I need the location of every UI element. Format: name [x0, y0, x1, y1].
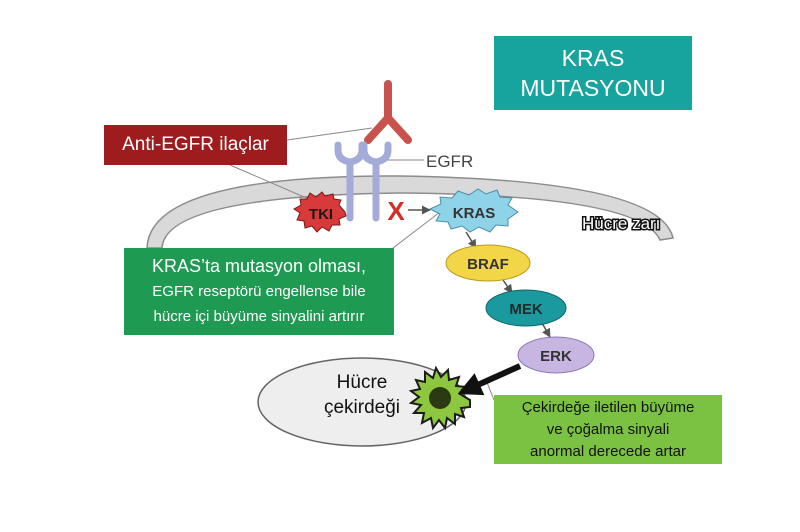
anti-egfr-drugs-text: Anti-EGFR ilaçlar — [122, 134, 269, 155]
kras-mutation-line2: EGFR reseptörü engellense bile — [152, 283, 366, 300]
tki-label: TKI — [309, 206, 333, 223]
nucleus-signal-line1: Çekirdeğe iletilen büyüme — [521, 399, 695, 416]
title-line2: MUTASYONU — [520, 75, 666, 101]
antibody-icon — [364, 80, 412, 144]
mek-label: MEK — [509, 301, 543, 318]
egfr-receptor-icon — [334, 141, 392, 222]
kras-to-braf-arrow — [465, 231, 477, 249]
braf-label: BRAF — [467, 256, 509, 273]
tki-burst — [293, 191, 347, 233]
nucleus-label-line2: çekirdeği — [324, 397, 400, 418]
kras-mutation-line3: hücre içi büyüme sinyalini artırır — [153, 308, 365, 325]
nucleus-signal-line3: anormal derecede artar — [530, 443, 686, 460]
mek-to-erk-arrow — [541, 322, 551, 338]
kras-label: KRAS — [453, 205, 496, 222]
braf-node — [445, 244, 531, 282]
drugs-to-antibody-line — [286, 127, 373, 141]
kras-mutation-callout: KRAS’ta mutasyon olması, EGFR reseptörü … — [124, 248, 394, 335]
nucleus-signal-line2: ve çoğalma sinyali — [546, 421, 670, 438]
block-mark: X — [387, 196, 405, 226]
nucleus-label-line1: Hücre — [337, 372, 388, 393]
title-box: KRAS MUTASYONU — [494, 36, 692, 110]
erk-label: ERK — [540, 348, 572, 365]
erk-to-nucleus-arrow — [457, 363, 522, 396]
cell-membrane — [146, 175, 674, 249]
erk-node — [517, 336, 595, 374]
nucleus-burst-core — [429, 387, 451, 409]
nucleus-signal-callout: Çekirdeğe iletilen büyüme ve çoğalma sin… — [494, 395, 722, 464]
mek-node — [485, 289, 567, 327]
membrane-label: Hücre zarı — [582, 214, 660, 233]
title-line1: KRAS — [561, 45, 625, 71]
braf-to-mek-arrow — [502, 279, 513, 294]
drugs-to-tki-line — [229, 164, 319, 204]
anti-egfr-drugs-callout: Anti-EGFR ilaçlar — [104, 125, 287, 165]
kras-mutation-line1: KRAS’ta mutasyon olması, — [151, 256, 367, 276]
egfr-label: EGFR — [426, 152, 473, 171]
